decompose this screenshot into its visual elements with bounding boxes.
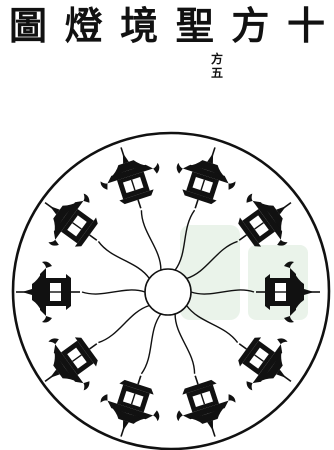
lamp-pagoda [27,319,115,406]
light-ray [141,210,160,270]
lamp-pagoda [166,138,244,218]
light-ray [141,314,160,374]
lamp-pagoda [27,178,115,265]
lamp-pagoda [221,319,309,406]
lamp-pagoda [92,138,170,218]
center-hub [145,269,191,315]
lamp-pagoda [16,262,80,323]
light-ray [98,241,149,278]
light-ray [175,314,194,374]
lamp-pagoda [166,366,244,446]
light-ray [82,290,145,294]
light-ray [98,306,149,343]
